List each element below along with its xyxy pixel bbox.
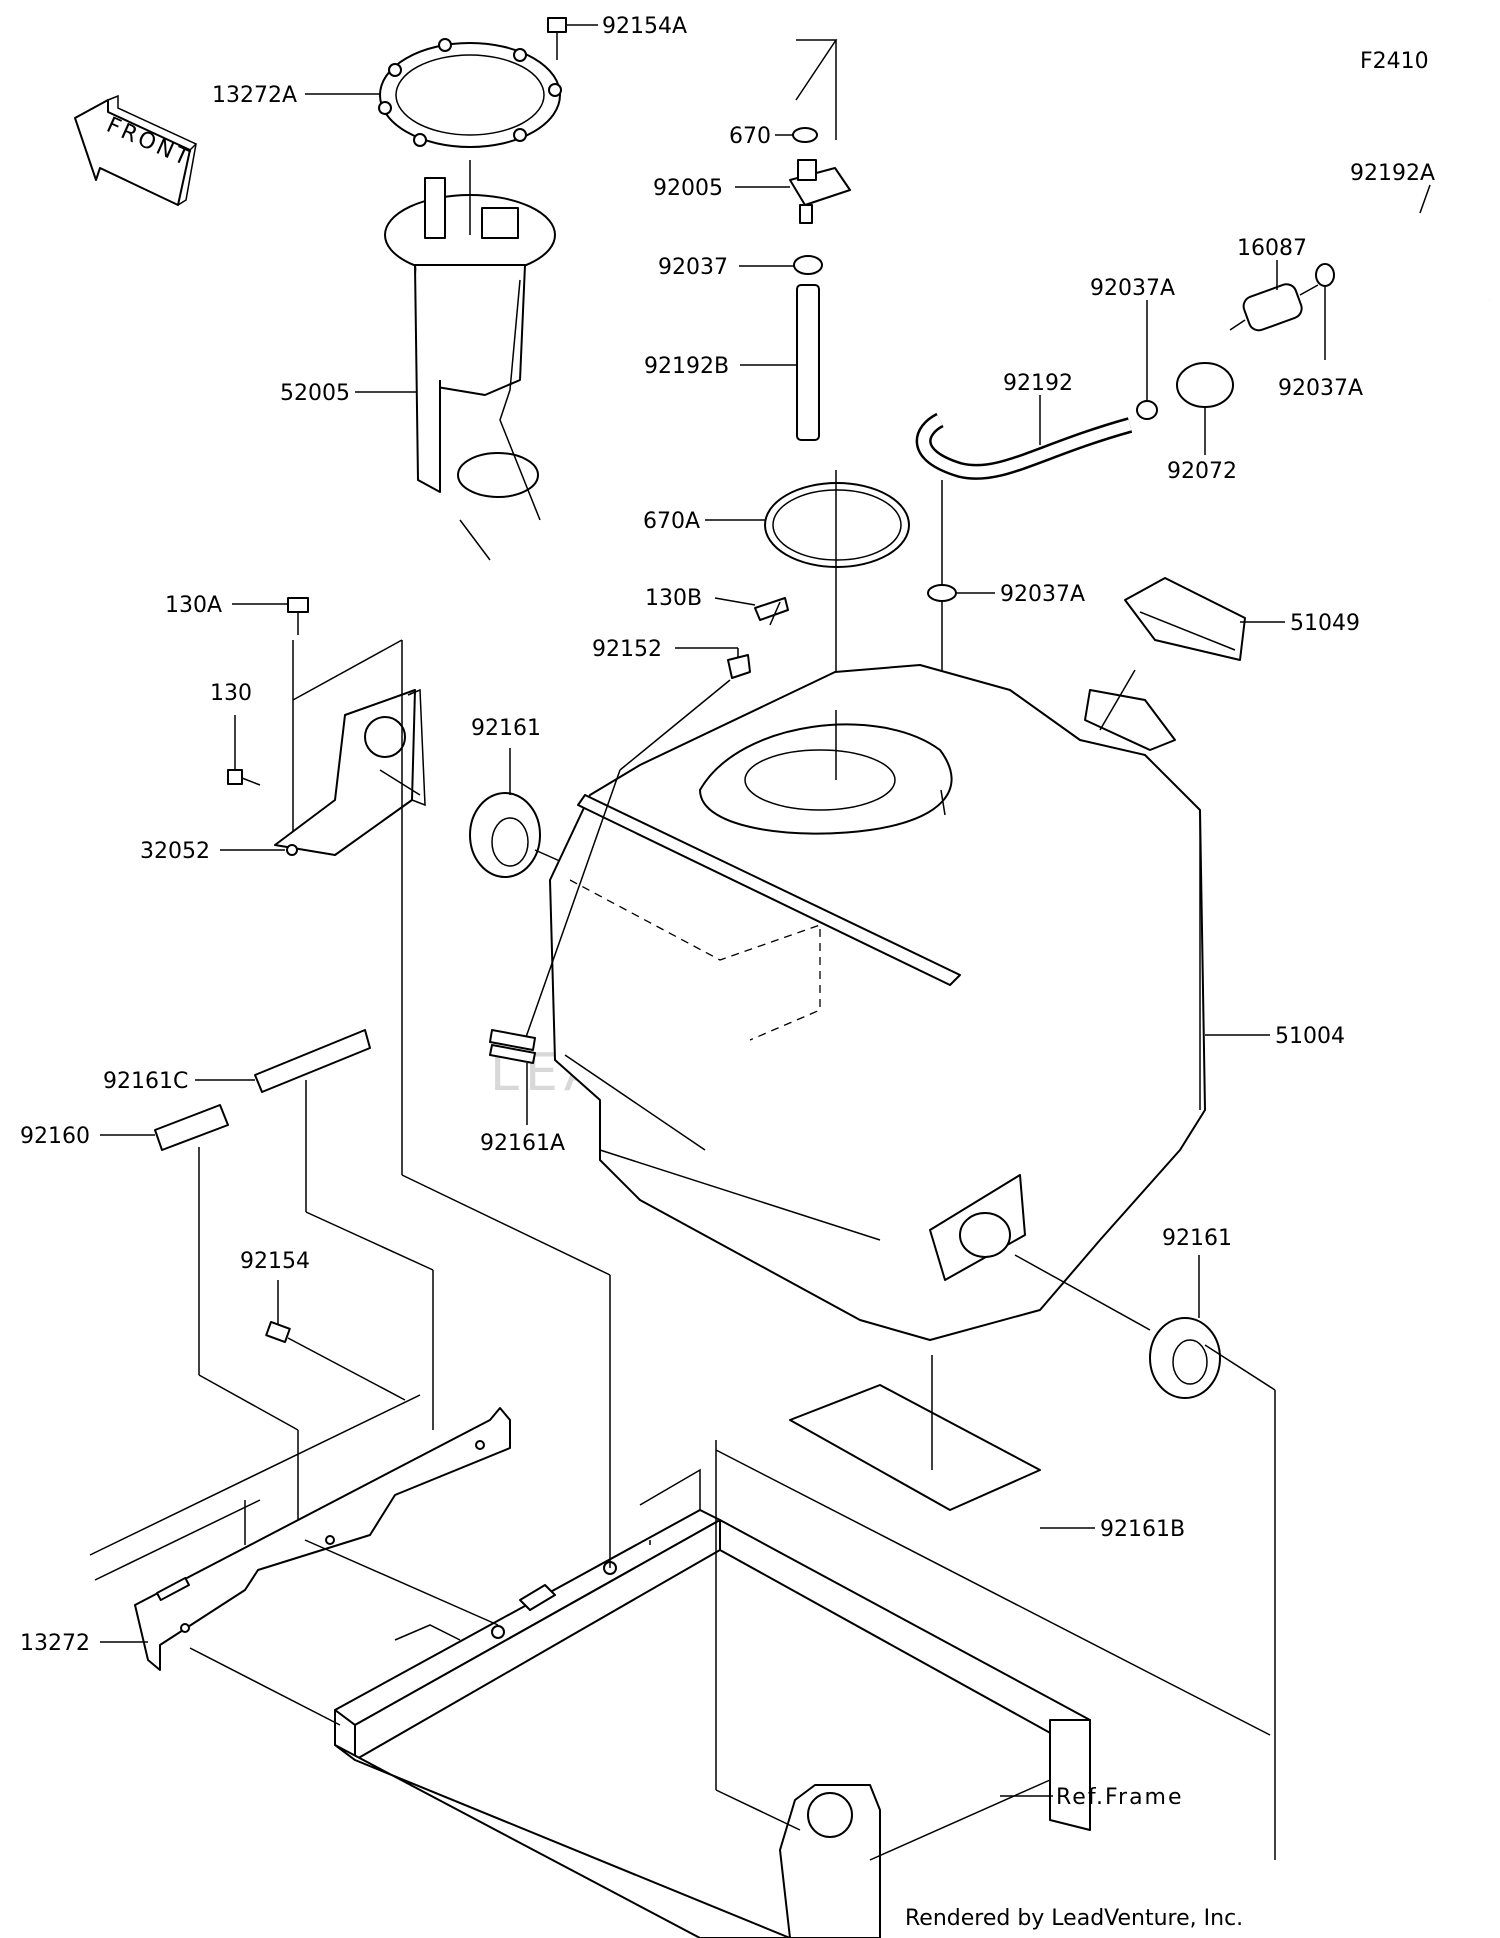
crossmember-13272 [134, 1407, 511, 1671]
clamp-92037A-top [1136, 400, 1158, 420]
bolt-92154 [265, 1321, 406, 1401]
axis-line-top [795, 39, 838, 101]
part-92152 [727, 654, 751, 679]
filter-16087 [1229, 283, 1319, 332]
label-92154: 92154 [240, 1249, 310, 1274]
gasket-13272A [378, 38, 562, 148]
label-51004: 51004 [1275, 1024, 1345, 1049]
label-13272: 13272 [20, 1631, 90, 1656]
fuel-pump-52005 [384, 160, 556, 561]
clamp-92037 [793, 255, 823, 275]
bolt-130B [754, 597, 789, 626]
label-92037A-top: 92037A [1090, 276, 1175, 301]
label-92161A: 92161A [480, 1131, 565, 1156]
frame-ref [334, 1468, 1091, 1938]
label-92161B: 92161B [1100, 1517, 1185, 1542]
bracket-32052 [274, 688, 426, 856]
label-92154A: 92154A [602, 14, 687, 39]
label-92037A-right: 92037A [1278, 376, 1363, 401]
pad-92160 [154, 1104, 229, 1151]
label-92037A-mid: 92037A [1000, 582, 1085, 607]
fuel-cap-51049 [1124, 577, 1246, 661]
front-arrow-icon: FRONT [74, 94, 198, 206]
label-92072: 92072 [1167, 459, 1237, 484]
grommet-92161-left [469, 792, 541, 878]
clamp-92037A-right [1315, 263, 1335, 287]
label-92161-left: 92161 [471, 716, 541, 741]
label-92192: 92192 [1003, 371, 1073, 396]
label-92152: 92152 [592, 637, 662, 662]
label-670: 670 [729, 124, 771, 149]
diagram-code: F2410 [1360, 49, 1429, 74]
bolt-130A [287, 597, 309, 635]
clamp-92037A-mid [927, 584, 957, 602]
label-52005: 52005 [280, 381, 350, 406]
label-130A: 130A [165, 593, 222, 618]
label-92161C: 92161C [103, 1069, 188, 1094]
pad-92161B [789, 1384, 1041, 1511]
hose-92192B [796, 284, 820, 441]
label-51049: 51049 [1290, 611, 1360, 636]
labels: 92154A 13272A 52005 670 92005 92037 9219… [20, 14, 1435, 1810]
fitting-92005 [789, 159, 851, 224]
joint-92072 [1176, 362, 1234, 408]
label-16087: 16087 [1237, 236, 1307, 261]
label-92192A: 92192A [1350, 161, 1435, 186]
label-92192B: 92192B [644, 354, 729, 379]
label-130: 130 [210, 681, 252, 706]
o-ring-670A [764, 482, 910, 568]
fuel-tank-51004 [549, 664, 1206, 1341]
label-92005: 92005 [653, 176, 723, 201]
label-92161-right: 92161 [1162, 1226, 1232, 1251]
pad-92161C [254, 1029, 371, 1093]
label-13272A: 13272A [212, 83, 297, 108]
label-ref-frame: Ref.Frame [1056, 1785, 1184, 1810]
grommet-92161-right [1149, 1317, 1221, 1399]
footer-credit: Rendered by LeadVenture, Inc. [905, 1906, 1243, 1931]
label-92160: 92160 [20, 1124, 90, 1149]
pad-92161A [489, 1029, 536, 1064]
bolt-92154A [547, 17, 567, 60]
o-ring-670 [792, 127, 818, 143]
label-670A: 670A [643, 509, 700, 534]
label-32052: 32052 [140, 839, 210, 864]
label-92037: 92037 [658, 255, 728, 280]
bolt-130 [227, 769, 243, 785]
label-130B: 130B [645, 586, 702, 611]
